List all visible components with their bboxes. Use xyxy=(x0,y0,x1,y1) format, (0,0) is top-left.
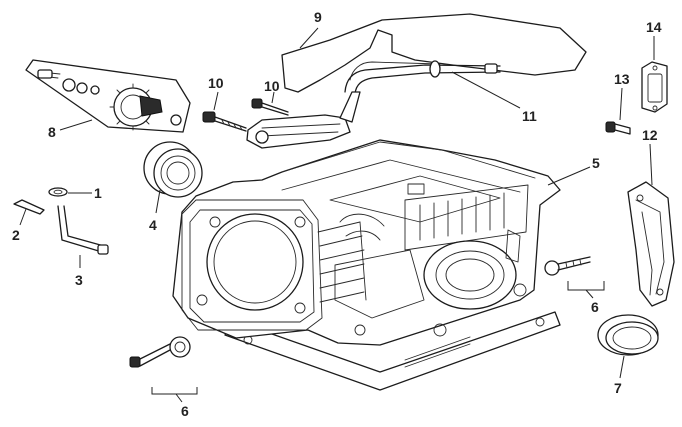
callout-14: 14 xyxy=(646,19,662,35)
callout-6-left: 6 xyxy=(181,403,189,419)
part-9-tube-assembly xyxy=(246,13,587,149)
callout-6-right: 6 xyxy=(591,299,599,315)
callout-5: 5 xyxy=(592,155,600,171)
part-8-governor-gear-assembly xyxy=(25,59,191,133)
part-6-bolt-left xyxy=(129,336,191,368)
part-13-bolt xyxy=(605,121,631,135)
callout-10-right: 10 xyxy=(264,78,280,94)
crankcase-block xyxy=(172,139,561,391)
part-14-gasket xyxy=(641,61,668,113)
callout-1: 1 xyxy=(94,185,102,201)
part-3-l-rod xyxy=(57,205,109,255)
part-7-oil-seal xyxy=(597,314,659,356)
callout-12: 12 xyxy=(642,127,658,143)
part-1-washer xyxy=(48,187,68,197)
part-4-ball-bearing xyxy=(143,141,203,198)
callout-2: 2 xyxy=(12,227,20,243)
callout-4: 4 xyxy=(149,217,157,233)
part-2-pin xyxy=(13,199,45,215)
part-12-breather-cover xyxy=(627,181,675,307)
callout-8: 8 xyxy=(48,124,56,140)
callout-10-left: 10 xyxy=(208,75,224,91)
part-6-bolt-right xyxy=(544,256,591,276)
callout-13: 13 xyxy=(614,71,630,87)
callout-11: 11 xyxy=(522,108,537,124)
callout-7: 7 xyxy=(614,380,622,396)
leader-lines xyxy=(19,27,655,403)
part-10-bolt-long xyxy=(202,111,247,132)
callout-labels: 1 2 3 4 5 6 6 7 8 9 10 10 11 12 13 14 xyxy=(12,9,662,419)
part-10-bolt-short xyxy=(251,98,289,116)
callout-3: 3 xyxy=(75,272,83,288)
callout-9: 9 xyxy=(314,9,322,25)
